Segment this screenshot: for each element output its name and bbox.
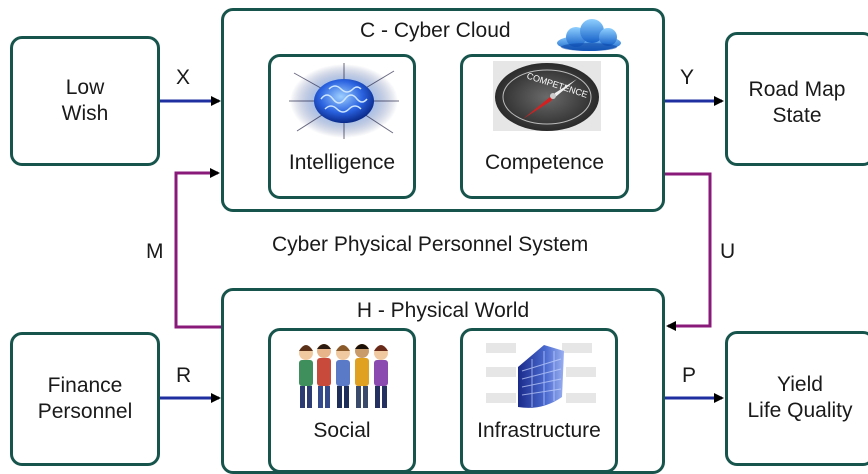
arrow-label-x: X bbox=[176, 66, 191, 89]
arrow-label-r: R bbox=[176, 364, 192, 387]
competence-label: Competence bbox=[484, 151, 605, 174]
road-map-state-label: Road Map State bbox=[748, 78, 846, 127]
cyber-cloud-title: C - Cyber Cloud bbox=[360, 19, 511, 42]
yield-life-quality-box: Yield Life Quality bbox=[725, 331, 868, 466]
arrow-label-p: P bbox=[682, 364, 697, 387]
finance-personnel-box: Finance Personnel bbox=[10, 332, 160, 466]
road-map-state-box: Road Map State bbox=[725, 32, 868, 166]
arrow-label-m: M bbox=[146, 240, 164, 263]
arrow-m bbox=[174, 168, 224, 329]
compass-icon: COMPETENCE bbox=[493, 61, 601, 131]
physical-world-title: H - Physical World bbox=[356, 299, 530, 322]
arrow-label-u: U bbox=[720, 240, 736, 263]
intelligence-label: Intelligence bbox=[288, 151, 396, 174]
yield-life-quality-label: Yield Life Quality bbox=[747, 373, 853, 422]
arrow-u bbox=[664, 172, 712, 331]
low-wish-label: Low Wish bbox=[61, 76, 109, 125]
social-box: Social bbox=[268, 328, 416, 473]
competence-box: COMPETENCE Competence bbox=[460, 54, 629, 199]
intelligence-box: Intelligence bbox=[268, 54, 416, 199]
physical-world-box: H - Physical World Social bbox=[221, 288, 665, 474]
finance-personnel-label: Finance Personnel bbox=[37, 374, 133, 423]
infrastructure-label: Infrastructure bbox=[477, 419, 601, 442]
arrow-label-y: Y bbox=[680, 66, 695, 89]
brain-icon bbox=[289, 63, 399, 139]
building-icon bbox=[482, 337, 602, 415]
cyber-cloud-box: C - Cyber Cloud bbox=[221, 8, 665, 212]
people-icon bbox=[299, 344, 388, 408]
low-wish-box: Low Wish bbox=[10, 36, 160, 166]
system-label: Cyber Physical Personnel System bbox=[272, 233, 589, 256]
social-label: Social bbox=[313, 419, 371, 442]
infrastructure-box: Infrastructure bbox=[460, 328, 618, 473]
cloud-icon bbox=[557, 19, 621, 51]
